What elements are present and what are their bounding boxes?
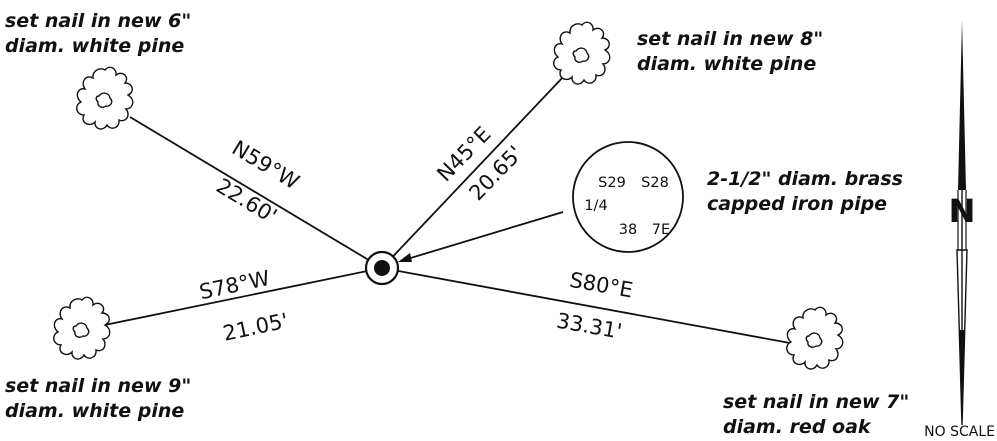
cap-s29: S29: [598, 175, 626, 191]
tree-se-note-line2: diam. red oak: [723, 416, 872, 438]
tie-line-sw: [94, 267, 383, 328]
north-arrow-label: N: [949, 192, 976, 230]
tree-ne-icon: [553, 21, 611, 85]
monument-symbol: [364, 250, 400, 286]
tree-se-note-line1: set nail in new 7": [723, 391, 909, 413]
tree-sw-note: set nail in new 9" diam. white pine: [5, 375, 198, 422]
tie-line-nw: [129, 116, 383, 269]
cap-s28: S28: [641, 175, 669, 191]
monument-callout-line1: 2-1/2" diam. brass: [707, 168, 903, 190]
tie-sw-distance: 21.05': [221, 309, 290, 346]
north-arrow-icon: [956, 20, 968, 426]
tree-ne-note-line1: set nail in new 8": [637, 28, 823, 50]
tree-nw-note: set nail in new 6" diam. white pine: [5, 10, 198, 57]
callout-leader: [403, 211, 564, 261]
monument-callout-line2: capped iron pipe: [707, 193, 887, 215]
tree-sw-icon: [53, 296, 111, 360]
tree-nw-icon: [76, 66, 134, 130]
tree-sw-note-line1: set nail in new 9": [5, 375, 191, 397]
tree-se-note: set nail in new 7" diam. red oak: [723, 391, 916, 438]
leader-arrowhead: [398, 253, 412, 262]
tie-line-ne: [381, 74, 566, 269]
cap-quarter: 1/4: [584, 198, 607, 214]
tree-ne-note: set nail in new 8" diam. white pine: [637, 28, 830, 75]
tree-nw-note-line2: diam. white pine: [5, 35, 184, 57]
scale-note: NO SCALE: [924, 424, 995, 440]
tie-se-bearing: S80°E: [568, 268, 635, 303]
tree-sw-note-line2: diam. white pine: [5, 400, 184, 422]
tree-ne-note-line2: diam. white pine: [637, 53, 816, 75]
monument-callout: 2-1/2" diam. brass capped iron pipe: [707, 168, 910, 215]
tree-nw-note-line1: set nail in new 6": [5, 10, 191, 32]
cap-7e: 7E: [652, 222, 670, 238]
cap-38: 38: [619, 222, 637, 238]
tie-line-se: [381, 267, 791, 344]
tie-se-distance: 33.31': [555, 309, 624, 344]
monument-cap-detail: S29 S28 1/4 38 7E: [572, 141, 684, 253]
tree-se-icon: [786, 306, 844, 370]
